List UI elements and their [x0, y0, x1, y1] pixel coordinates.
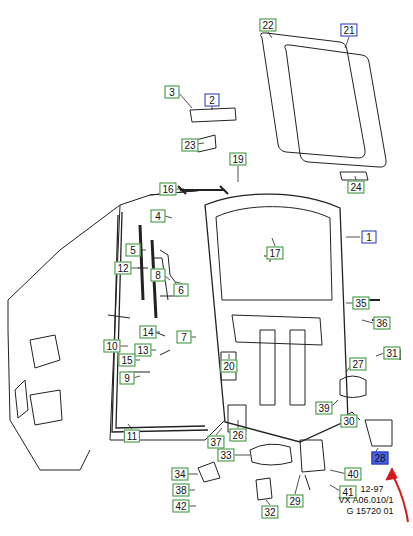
callout-number: 26	[229, 429, 246, 442]
callout-number: 8	[151, 269, 166, 282]
callout-number: 11	[124, 430, 140, 443]
callout-number: 10	[103, 340, 120, 353]
callout-number: 23	[181, 139, 198, 152]
callout-number: 35	[352, 297, 369, 310]
callout-number: 15	[118, 354, 135, 367]
callout-number: 40	[344, 468, 361, 481]
callout-number: 16	[159, 183, 176, 196]
callout-number: 3	[165, 86, 180, 99]
callout-number: 28	[371, 452, 388, 465]
callout-number: 13	[134, 344, 151, 357]
callout-number: 31	[383, 347, 400, 360]
callout-number: 19	[229, 153, 246, 166]
callout-number: 37	[207, 436, 224, 449]
callout-number: 39	[315, 402, 332, 415]
callout-number: 42	[172, 500, 189, 513]
callout-number: 9	[120, 372, 135, 385]
callout-number: 21	[340, 24, 357, 37]
drawing-note: 12-97	[360, 484, 383, 494]
callout-number: 12	[114, 262, 131, 275]
drawing-note: G 15720 01	[346, 506, 393, 516]
callout-number: 34	[171, 468, 188, 481]
callout-number: 38	[172, 484, 189, 497]
callout-number: 14	[139, 326, 156, 339]
callout-number: 29	[286, 495, 303, 508]
callout-number: 1	[362, 231, 377, 244]
callout-number: 20	[220, 360, 237, 373]
callout-number: 5	[126, 244, 141, 257]
callout-number: 4	[151, 210, 166, 223]
callout-number: 30	[340, 415, 357, 428]
callout-number: 36	[373, 317, 390, 330]
drawing-note: VX A06.010/1	[338, 495, 393, 505]
callout-number: 32	[261, 506, 278, 519]
callout-number: 27	[349, 358, 366, 371]
callout-number: 6	[174, 284, 189, 297]
callout-number: 24	[347, 181, 364, 194]
callout-number: 22	[259, 19, 276, 32]
callout-number: 7	[177, 331, 192, 344]
callout-number: 33	[217, 449, 234, 462]
callout-number: 17	[266, 247, 283, 260]
callout-number: 2	[205, 94, 220, 107]
